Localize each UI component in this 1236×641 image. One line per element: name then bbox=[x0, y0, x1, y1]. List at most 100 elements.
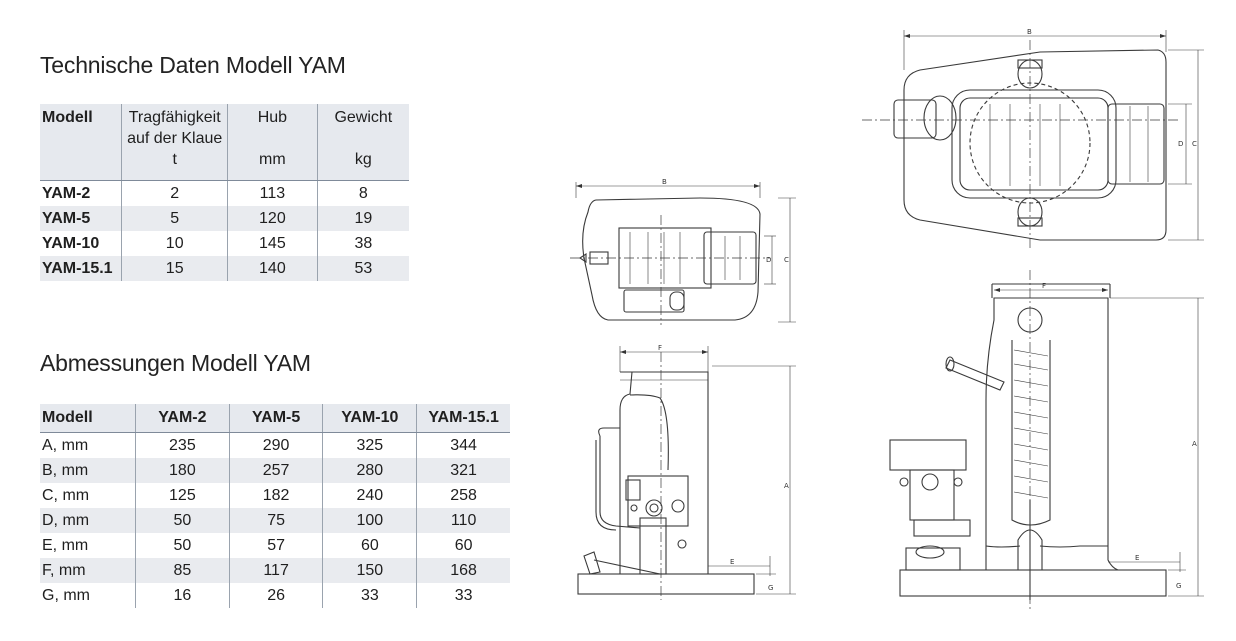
dim-a-label: A bbox=[784, 482, 789, 490]
row-model: YAM-15.1 bbox=[40, 256, 122, 281]
dim-f-label: F bbox=[658, 344, 662, 352]
header-stroke-label: Hub bbox=[257, 109, 288, 126]
small-jack-top-view: B C D bbox=[570, 178, 796, 325]
header-weight-label: Gewicht bbox=[334, 109, 393, 126]
cell: 182 bbox=[228, 483, 323, 508]
cell: 33 bbox=[322, 583, 417, 608]
cell: 26 bbox=[228, 583, 323, 608]
cell: 60 bbox=[416, 533, 510, 558]
row-stroke: 120 bbox=[227, 206, 318, 231]
cell: 100 bbox=[322, 508, 417, 533]
cell: 257 bbox=[228, 458, 323, 483]
cell: 75 bbox=[228, 508, 323, 533]
table-header-row: Modell YAM-2 YAM-5 YAM-10 YAM-15.1 bbox=[40, 404, 510, 433]
dimensions-table: Modell YAM-2 YAM-5 YAM-10 YAM-15.1 A, mm… bbox=[40, 404, 510, 608]
dim-e-label: E bbox=[730, 558, 734, 566]
row-stroke: 113 bbox=[227, 180, 318, 206]
header-capacity-line2: auf der Klaue bbox=[127, 130, 223, 147]
cell: 60 bbox=[322, 533, 417, 558]
row-label: C, mm bbox=[42, 486, 90, 504]
header-capacity-unit: t bbox=[172, 151, 177, 168]
header-weight: Gewicht kg bbox=[316, 104, 409, 181]
cell: 33 bbox=[416, 583, 510, 608]
small-jack-side-view: F A E G bbox=[577, 344, 796, 600]
header-stroke: Hub mm bbox=[227, 104, 318, 181]
table-row: B, mm 180 257 280 321 bbox=[40, 458, 510, 483]
table-row: YAM-5 5 120 19 bbox=[40, 206, 409, 231]
large-jack-top-view: B D C bbox=[862, 28, 1204, 250]
cell: 85 bbox=[135, 558, 230, 583]
row-label: F, mm bbox=[40, 558, 136, 583]
cell: 240 bbox=[322, 483, 417, 508]
cell: 50 bbox=[135, 533, 230, 558]
dim-d-label-large: D bbox=[1178, 140, 1183, 148]
header-model: Modell bbox=[40, 404, 136, 433]
cell: 117 bbox=[228, 558, 323, 583]
dim-a-label-large: A bbox=[1192, 440, 1197, 448]
table-row: YAM-10 10 145 38 bbox=[40, 231, 409, 256]
row-weight: 53 bbox=[316, 256, 409, 281]
row-capacity: 2 bbox=[121, 180, 228, 206]
row-label: E, mm bbox=[42, 536, 89, 554]
row-label: D, mm bbox=[40, 508, 136, 533]
header-yam-5: YAM-5 bbox=[228, 404, 323, 433]
row-weight: 38 bbox=[316, 231, 409, 256]
cell: 125 bbox=[135, 483, 230, 508]
row-capacity: 15 bbox=[121, 256, 228, 281]
header-stroke-unit: mm bbox=[259, 151, 286, 168]
table-row: D, mm 50 75 100 110 bbox=[40, 508, 510, 533]
row-label: G, mm bbox=[42, 586, 90, 604]
header-yam-15-1: YAM-15.1 bbox=[416, 404, 510, 433]
table-row: G, mm 16 26 33 33 bbox=[40, 583, 510, 608]
cell: 168 bbox=[416, 558, 510, 583]
dim-g-label: G bbox=[768, 584, 773, 592]
table-header-row: Modell Tragfähigkeit auf der Klaue t Hub… bbox=[40, 104, 409, 181]
header-yam-2: YAM-2 bbox=[135, 404, 230, 433]
row-stroke: 145 bbox=[227, 231, 318, 256]
cell: 110 bbox=[416, 508, 510, 533]
cell: 325 bbox=[322, 432, 417, 458]
dimensions-heading: Abmessungen Modell YAM bbox=[40, 350, 311, 376]
table-row: YAM-15.1 15 140 53 bbox=[40, 256, 409, 281]
cell: 344 bbox=[416, 432, 510, 458]
large-jack-side-view: F A E G bbox=[889, 270, 1204, 610]
cell: 280 bbox=[322, 458, 417, 483]
cell: 258 bbox=[416, 483, 510, 508]
dim-c-label: C bbox=[784, 256, 789, 264]
dim-e-label-large: E bbox=[1135, 554, 1139, 562]
technical-data-table: Modell Tragfähigkeit auf der Klaue t Hub… bbox=[40, 104, 409, 281]
table-row: YAM-2 2 113 8 bbox=[40, 180, 409, 206]
dim-d-label: D bbox=[766, 256, 771, 264]
row-model: YAM-2 bbox=[42, 184, 91, 202]
dim-g-label-large: G bbox=[1176, 582, 1181, 590]
row-label: A, mm bbox=[42, 436, 89, 454]
row-label: B, mm bbox=[40, 458, 136, 483]
cell: 16 bbox=[135, 583, 230, 608]
dim-b-label: B bbox=[662, 178, 667, 186]
header-capacity: Tragfähigkeit auf der Klaue t bbox=[121, 104, 228, 181]
cell: 150 bbox=[322, 558, 417, 583]
table-row: A, mm 235 290 325 344 bbox=[40, 432, 510, 458]
cell: 321 bbox=[416, 458, 510, 483]
row-model: YAM-10 bbox=[42, 234, 100, 252]
row-capacity: 5 bbox=[121, 206, 228, 231]
cell: 57 bbox=[228, 533, 323, 558]
row-weight: 19 bbox=[316, 206, 409, 231]
row-capacity: 10 bbox=[121, 231, 228, 256]
row-weight: 8 bbox=[316, 180, 409, 206]
dim-c-label-large: C bbox=[1192, 140, 1197, 148]
header-weight-unit: kg bbox=[354, 151, 372, 168]
table-row: E, mm 50 57 60 60 bbox=[40, 533, 510, 558]
table-row: C, mm 125 182 240 258 bbox=[40, 483, 510, 508]
dim-b-label-large: B bbox=[1027, 28, 1032, 36]
header-yam-10: YAM-10 bbox=[322, 404, 417, 433]
cell: 180 bbox=[135, 458, 230, 483]
cell: 235 bbox=[135, 432, 230, 458]
row-stroke: 140 bbox=[227, 256, 318, 281]
cell: 290 bbox=[228, 432, 323, 458]
table-row: F, mm 85 117 150 168 bbox=[40, 558, 510, 583]
header-capacity-line1: Tragfähigkeit bbox=[128, 109, 221, 126]
cell: 50 bbox=[135, 508, 230, 533]
dim-f-label-large: F bbox=[1042, 282, 1046, 290]
